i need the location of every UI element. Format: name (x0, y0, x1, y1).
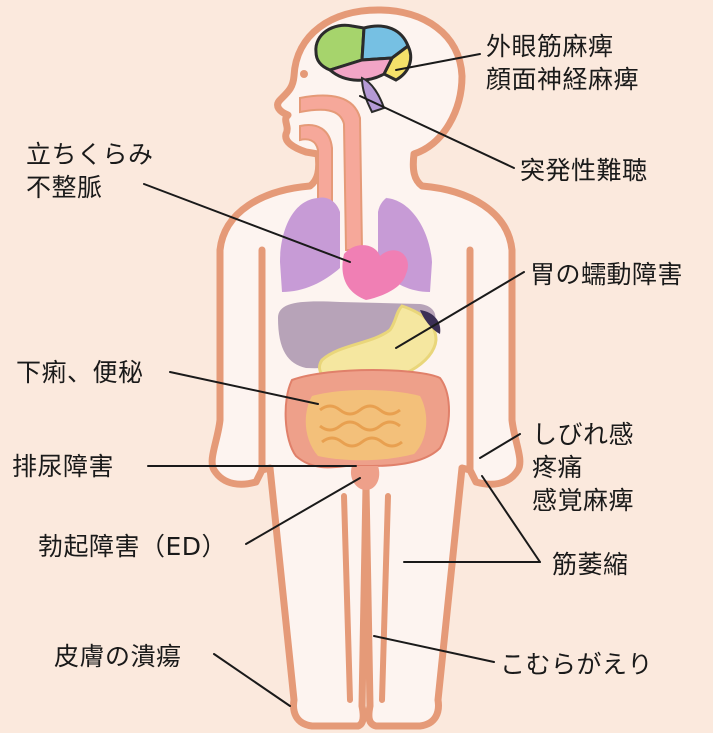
label-nerve-line-1: 外眼筋麻痺 (486, 30, 639, 63)
label-atrophy: 筋萎縮 (552, 548, 629, 581)
label-nerve-paralysis: 外眼筋麻痺 顔面神経麻痺 (486, 30, 639, 96)
label-dizziness-line-2: 不整脈 (26, 171, 154, 204)
label-ed: 勃起障害（ED） (38, 530, 227, 563)
line-ulcer (214, 654, 290, 706)
label-numbness-line-2: 疼痛 (532, 451, 634, 484)
label-bowel: 下痢、便秘 (16, 356, 144, 389)
label-hearing-text: 突発性難聴 (520, 154, 648, 187)
label-numbness-line-3: 感覚麻痺 (532, 484, 634, 517)
label-nerve-line-2: 顔面神経麻痺 (486, 63, 639, 96)
label-ed-text: 勃起障害（ED） (38, 530, 227, 563)
label-ulcer-text: 皮膚の潰瘍 (54, 640, 182, 673)
eye (300, 70, 308, 78)
label-urinary: 排尿障害 (12, 450, 114, 483)
label-gastric: 胃の蠕動障害 (530, 258, 683, 291)
label-dizziness-line-1: 立ちくらみ (26, 138, 154, 171)
label-urinary-text: 排尿障害 (12, 450, 114, 483)
label-atrophy-text: 筋萎縮 (552, 548, 629, 581)
label-cramp: こむらがえり (500, 648, 653, 681)
label-numbness: しびれ感 疼痛 感覚麻痺 (532, 418, 634, 517)
label-cramp-text: こむらがえり (500, 648, 653, 681)
label-numbness-line-1: しびれ感 (532, 418, 634, 451)
label-bowel-text: 下痢、便秘 (16, 356, 144, 389)
label-dizziness: 立ちくらみ 不整脈 (26, 138, 154, 204)
small-intestine (306, 390, 427, 460)
label-ulcer: 皮膚の潰瘍 (54, 640, 182, 673)
label-gastric-text: 胃の蠕動障害 (530, 258, 683, 291)
label-hearing: 突発性難聴 (520, 154, 648, 187)
